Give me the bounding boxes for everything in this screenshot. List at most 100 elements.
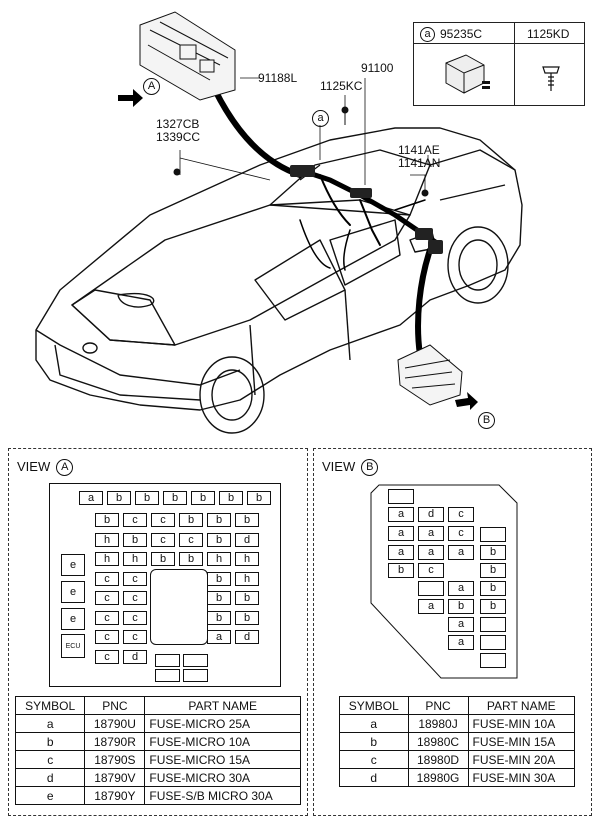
view-a-fuse: c — [151, 532, 175, 547]
table-cell: 18790V — [84, 768, 146, 787]
callout-1339cc: 1339CC — [156, 130, 201, 144]
view-a-fuse: d — [235, 532, 259, 547]
view-a-fuse: c — [95, 591, 119, 605]
view-b-fuse: a — [418, 545, 444, 560]
callout-1141an: 1141AN — [398, 156, 441, 170]
table-cell: a — [339, 714, 409, 733]
table-cell: e — [14, 786, 86, 805]
table-cell: FUSE-S/B MICRO 30A — [144, 786, 301, 805]
view-b-slot — [388, 489, 414, 504]
view-b-fuse: d — [418, 507, 444, 522]
callout-91188l: 91188L — [258, 71, 298, 85]
view-a-fuse: c — [151, 513, 175, 527]
view-b-fuse: a — [418, 599, 444, 614]
view-b-fuse: a — [448, 545, 474, 560]
view-a-fuse: h — [235, 552, 259, 566]
view-a-fuse: b — [247, 491, 271, 505]
view-b-fuse: c — [418, 563, 444, 578]
legend-symbol: a — [420, 27, 435, 43]
view-a-fuse: h — [235, 571, 259, 586]
table-cell: 18790U — [84, 714, 146, 733]
view-a-big-fuse: e — [61, 581, 85, 603]
view-a-fuse: c — [123, 513, 147, 527]
view-b-fuse: b — [480, 599, 506, 614]
view-a-slot — [155, 669, 180, 682]
table-cell: FUSE-MICRO 15A — [144, 750, 301, 769]
view-a-fuse: b — [207, 591, 231, 605]
view-a-relay-slot — [150, 569, 208, 645]
table-header: PNC — [407, 696, 469, 715]
table-header: PNC — [84, 696, 146, 715]
table-cell: 18790Y — [84, 786, 146, 805]
table-cell: 18790S — [84, 750, 146, 769]
view-a-fuse: c — [123, 571, 147, 586]
view-b-fuse: a — [448, 617, 474, 632]
view-b-slot — [418, 581, 444, 596]
table-header: PART NAME — [467, 696, 576, 715]
callout-1125kc: 1125KC — [320, 79, 363, 93]
marker-ref-a: a — [312, 110, 329, 127]
view-a-fuse: b — [179, 513, 203, 527]
table-cell: 18790R — [84, 732, 146, 751]
view-b-fusebox — [370, 484, 518, 679]
view-a-fuse: c — [179, 532, 203, 547]
view-a-fuse: b — [135, 491, 159, 505]
view-a-fuse: a — [79, 491, 103, 505]
view-a-fuse: b — [151, 552, 175, 566]
table-cell: 18980D — [407, 750, 469, 769]
table-cell: b — [339, 732, 409, 751]
table-cell: FUSE-MICRO 10A — [144, 732, 301, 751]
callout-1327cb: 1327CB — [156, 117, 200, 131]
view-a-fuse: a — [207, 630, 231, 644]
view-b-slot — [480, 653, 506, 668]
view-a-fuse: b — [163, 491, 187, 505]
view-b-fuse: c — [448, 507, 474, 522]
view-b-slot — [480, 617, 506, 632]
view-a-fuse: b — [207, 532, 231, 547]
view-a-ecu-label-box: ECU — [61, 634, 85, 658]
view-a-big-fuse: e — [61, 608, 85, 630]
view-a-fuse: b — [235, 610, 259, 625]
view-a-fuse: d — [235, 630, 259, 644]
marker-view-a: A — [143, 78, 160, 95]
legend-part2: 1125KD — [527, 27, 570, 41]
legend-part1: 95235C — [440, 27, 483, 41]
table-cell: FUSE-MIN 10A — [467, 714, 576, 733]
view-b-fuse: b — [480, 563, 506, 578]
table-cell: 18980C — [407, 732, 469, 751]
view-a-fuse: d — [123, 649, 147, 664]
view-b-slot — [480, 635, 506, 650]
view-b-fuse: a — [448, 635, 474, 650]
view-a-slot — [183, 654, 208, 667]
view-a-fuse: c — [95, 610, 119, 625]
view-a-fuse: c — [95, 571, 119, 586]
view-b-fuse: a — [388, 507, 414, 522]
table-cell: FUSE-MICRO 25A — [144, 714, 301, 733]
view-a-fuse: b — [107, 491, 131, 505]
view-b-fuse: b — [480, 545, 506, 560]
table-header: PART NAME — [144, 696, 301, 715]
table-cell: b — [14, 732, 86, 751]
view-b-fuse: b — [480, 581, 506, 596]
view-b-fuse: a — [418, 526, 444, 541]
table-cell: d — [339, 768, 409, 787]
relay-icon — [445, 54, 490, 94]
view-b-slot — [480, 527, 506, 542]
view-a-fuse: c — [123, 630, 147, 644]
view-a-fuse: c — [123, 591, 147, 605]
view-a-fuse: h — [207, 552, 231, 566]
table-cell: FUSE-MICRO 30A — [144, 768, 301, 787]
view-a-fuse: c — [95, 649, 119, 664]
marker-view-b: B — [478, 412, 495, 429]
view-a-fuse: b — [207, 571, 231, 586]
